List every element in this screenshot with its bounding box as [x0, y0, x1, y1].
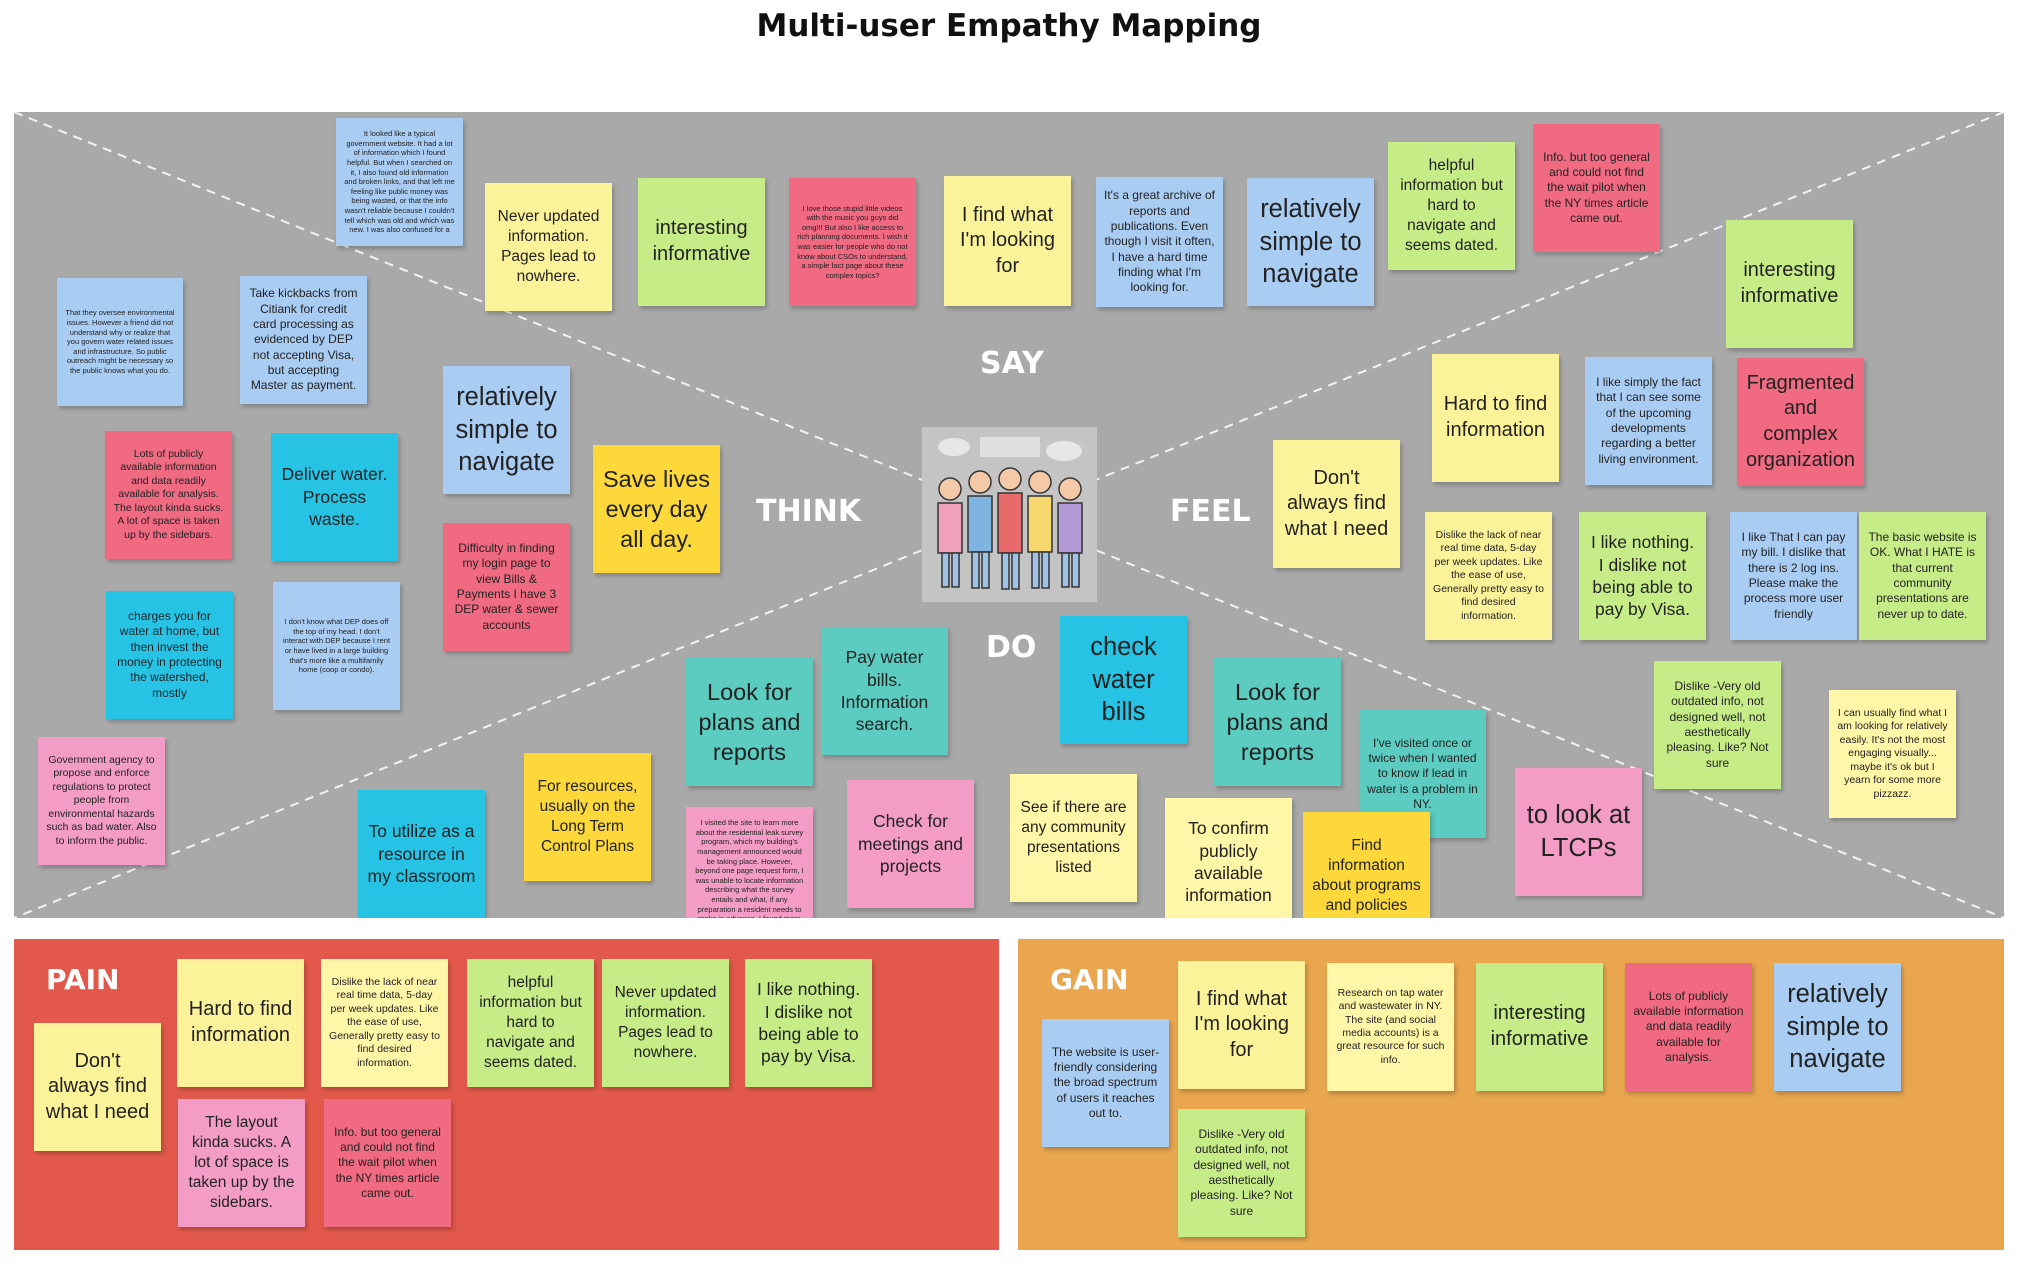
sticky-note[interactable]: Save lives every day all day. — [593, 445, 720, 573]
sticky-note[interactable]: Dislike the lack of near real time data,… — [1425, 512, 1552, 640]
sticky-note[interactable]: To confirm publicly available informatio… — [1165, 798, 1292, 918]
sticky-note[interactable]: I can usually find what I am looking for… — [1829, 690, 1956, 818]
sticky-note[interactable]: Never updated information. Pages lead to… — [602, 959, 729, 1087]
sticky-note[interactable]: Dislike -Very old outdated info, not des… — [1178, 1109, 1305, 1237]
sticky-note[interactable]: Hard to find information — [177, 959, 304, 1087]
sticky-note[interactable]: Info. but too general and could not find… — [1533, 124, 1660, 252]
sticky-note[interactable]: It looked like a typical government webs… — [336, 118, 463, 246]
panel-label-gain: GAIN — [1050, 963, 1129, 996]
sticky-note[interactable]: I like That I can pay my bill. I dislike… — [1730, 512, 1857, 640]
sticky-note[interactable]: Research on tap water and wastewater in … — [1327, 963, 1454, 1091]
sticky-note[interactable]: Pay water bills. Information search. — [821, 627, 948, 755]
sticky-note[interactable]: Check for meetings and projects — [847, 780, 974, 908]
pain-panel: PAIN Hard to find information Dislike th… — [14, 939, 999, 1250]
sticky-note[interactable]: Take kickbacks from Citiank for credit c… — [240, 276, 367, 404]
sticky-note[interactable]: Info. but too general and could not find… — [324, 1099, 451, 1227]
sticky-note[interactable]: Dislike the lack of near real time data,… — [321, 959, 448, 1087]
sticky-note[interactable]: relatively simple to navigate — [1247, 178, 1374, 306]
sticky-note[interactable]: I love those stupid little videos with t… — [789, 178, 916, 306]
sticky-note[interactable]: Deliver water. Process waste. — [271, 433, 398, 561]
sticky-note[interactable]: interesting informative — [1726, 220, 1853, 348]
sticky-note[interactable]: The basic website is OK. What I HATE is … — [1859, 512, 1986, 640]
empathy-map-board: SAY THINK FEEL DO — [14, 112, 2004, 918]
sticky-note[interactable]: I like nothing. I dislike not being able… — [745, 959, 872, 1087]
gain-panel: GAIN The website is user-friendly consid… — [1018, 939, 2004, 1250]
sticky-note[interactable]: Look for plans and reports — [686, 658, 813, 786]
quadrant-label-think: THINK — [756, 494, 862, 529]
sticky-note[interactable]: The website is user-friendly considering… — [1042, 1019, 1169, 1147]
sticky-note[interactable]: interesting informative — [638, 178, 765, 306]
sticky-note[interactable]: I like simply the fact that I can see so… — [1585, 357, 1712, 485]
sticky-note[interactable]: The layout kinda sucks. A lot of space i… — [178, 1099, 305, 1227]
sticky-note[interactable]: Look for plans and reports — [1214, 658, 1341, 786]
quadrant-label-say: SAY — [980, 346, 1044, 381]
sticky-note[interactable]: I find what I'm looking for — [944, 176, 1071, 306]
sticky-note[interactable]: Lots of publicly available information a… — [105, 431, 232, 559]
sticky-note[interactable]: For resources, usually on the Long Term … — [524, 753, 651, 881]
quadrant-label-do: DO — [986, 630, 1037, 665]
sticky-note[interactable]: See if there are any community presentat… — [1010, 774, 1137, 902]
sticky-note[interactable]: I visited the site to learn more about t… — [686, 807, 813, 918]
sticky-note[interactable]: Never updated information. Pages lead to… — [485, 183, 612, 311]
sticky-note[interactable]: helpful information but hard to navigate… — [467, 959, 594, 1087]
sticky-note[interactable]: I like nothing. I dislike not being able… — [1579, 512, 1706, 640]
sticky-note[interactable]: It's a great archive of reports and publ… — [1096, 177, 1223, 307]
user-group-avatar — [922, 427, 1097, 602]
sticky-note[interactable]: Don't always find what I need — [34, 1023, 161, 1151]
sticky-note[interactable]: Government agency to propose and enforce… — [38, 737, 165, 865]
sticky-note[interactable]: I don't know what DEP does off the top o… — [273, 582, 400, 710]
sticky-note[interactable]: relatively simple to navigate — [1774, 963, 1901, 1091]
sticky-note[interactable]: Don't always find what I need — [1273, 440, 1400, 568]
sticky-note[interactable]: to look at LTCPs — [1515, 768, 1642, 896]
sticky-note[interactable]: charges you for water at home, but then … — [106, 591, 233, 719]
sticky-note[interactable]: relatively simple to navigate — [443, 366, 570, 494]
sticky-note[interactable]: Dislike -Very old outdated info, not des… — [1654, 661, 1781, 789]
sticky-note[interactable]: That they oversee environmental issues. … — [57, 278, 183, 406]
sticky-note[interactable]: Lots of publicly available information a… — [1625, 963, 1752, 1091]
sticky-note[interactable]: Find information about programs and poli… — [1303, 812, 1430, 918]
panel-label-pain: PAIN — [46, 963, 120, 996]
sticky-note[interactable]: Fragmented and complex organization — [1737, 358, 1864, 486]
sticky-note[interactable]: Difficulty in finding my login page to v… — [443, 523, 570, 651]
page-title: Multi-user Empathy Mapping — [756, 8, 1262, 44]
sticky-note[interactable]: Hard to find information — [1432, 354, 1559, 482]
sticky-note[interactable]: helpful information but hard to navigate… — [1388, 142, 1515, 270]
sticky-note[interactable]: check water bills — [1060, 616, 1187, 744]
sticky-note[interactable]: interesting informative — [1476, 963, 1603, 1091]
sticky-note[interactable]: To utilize as a resource in my classroom — [358, 790, 485, 918]
sticky-note[interactable]: I find what I'm looking for — [1178, 961, 1305, 1089]
quadrant-label-feel: FEEL — [1170, 494, 1251, 529]
